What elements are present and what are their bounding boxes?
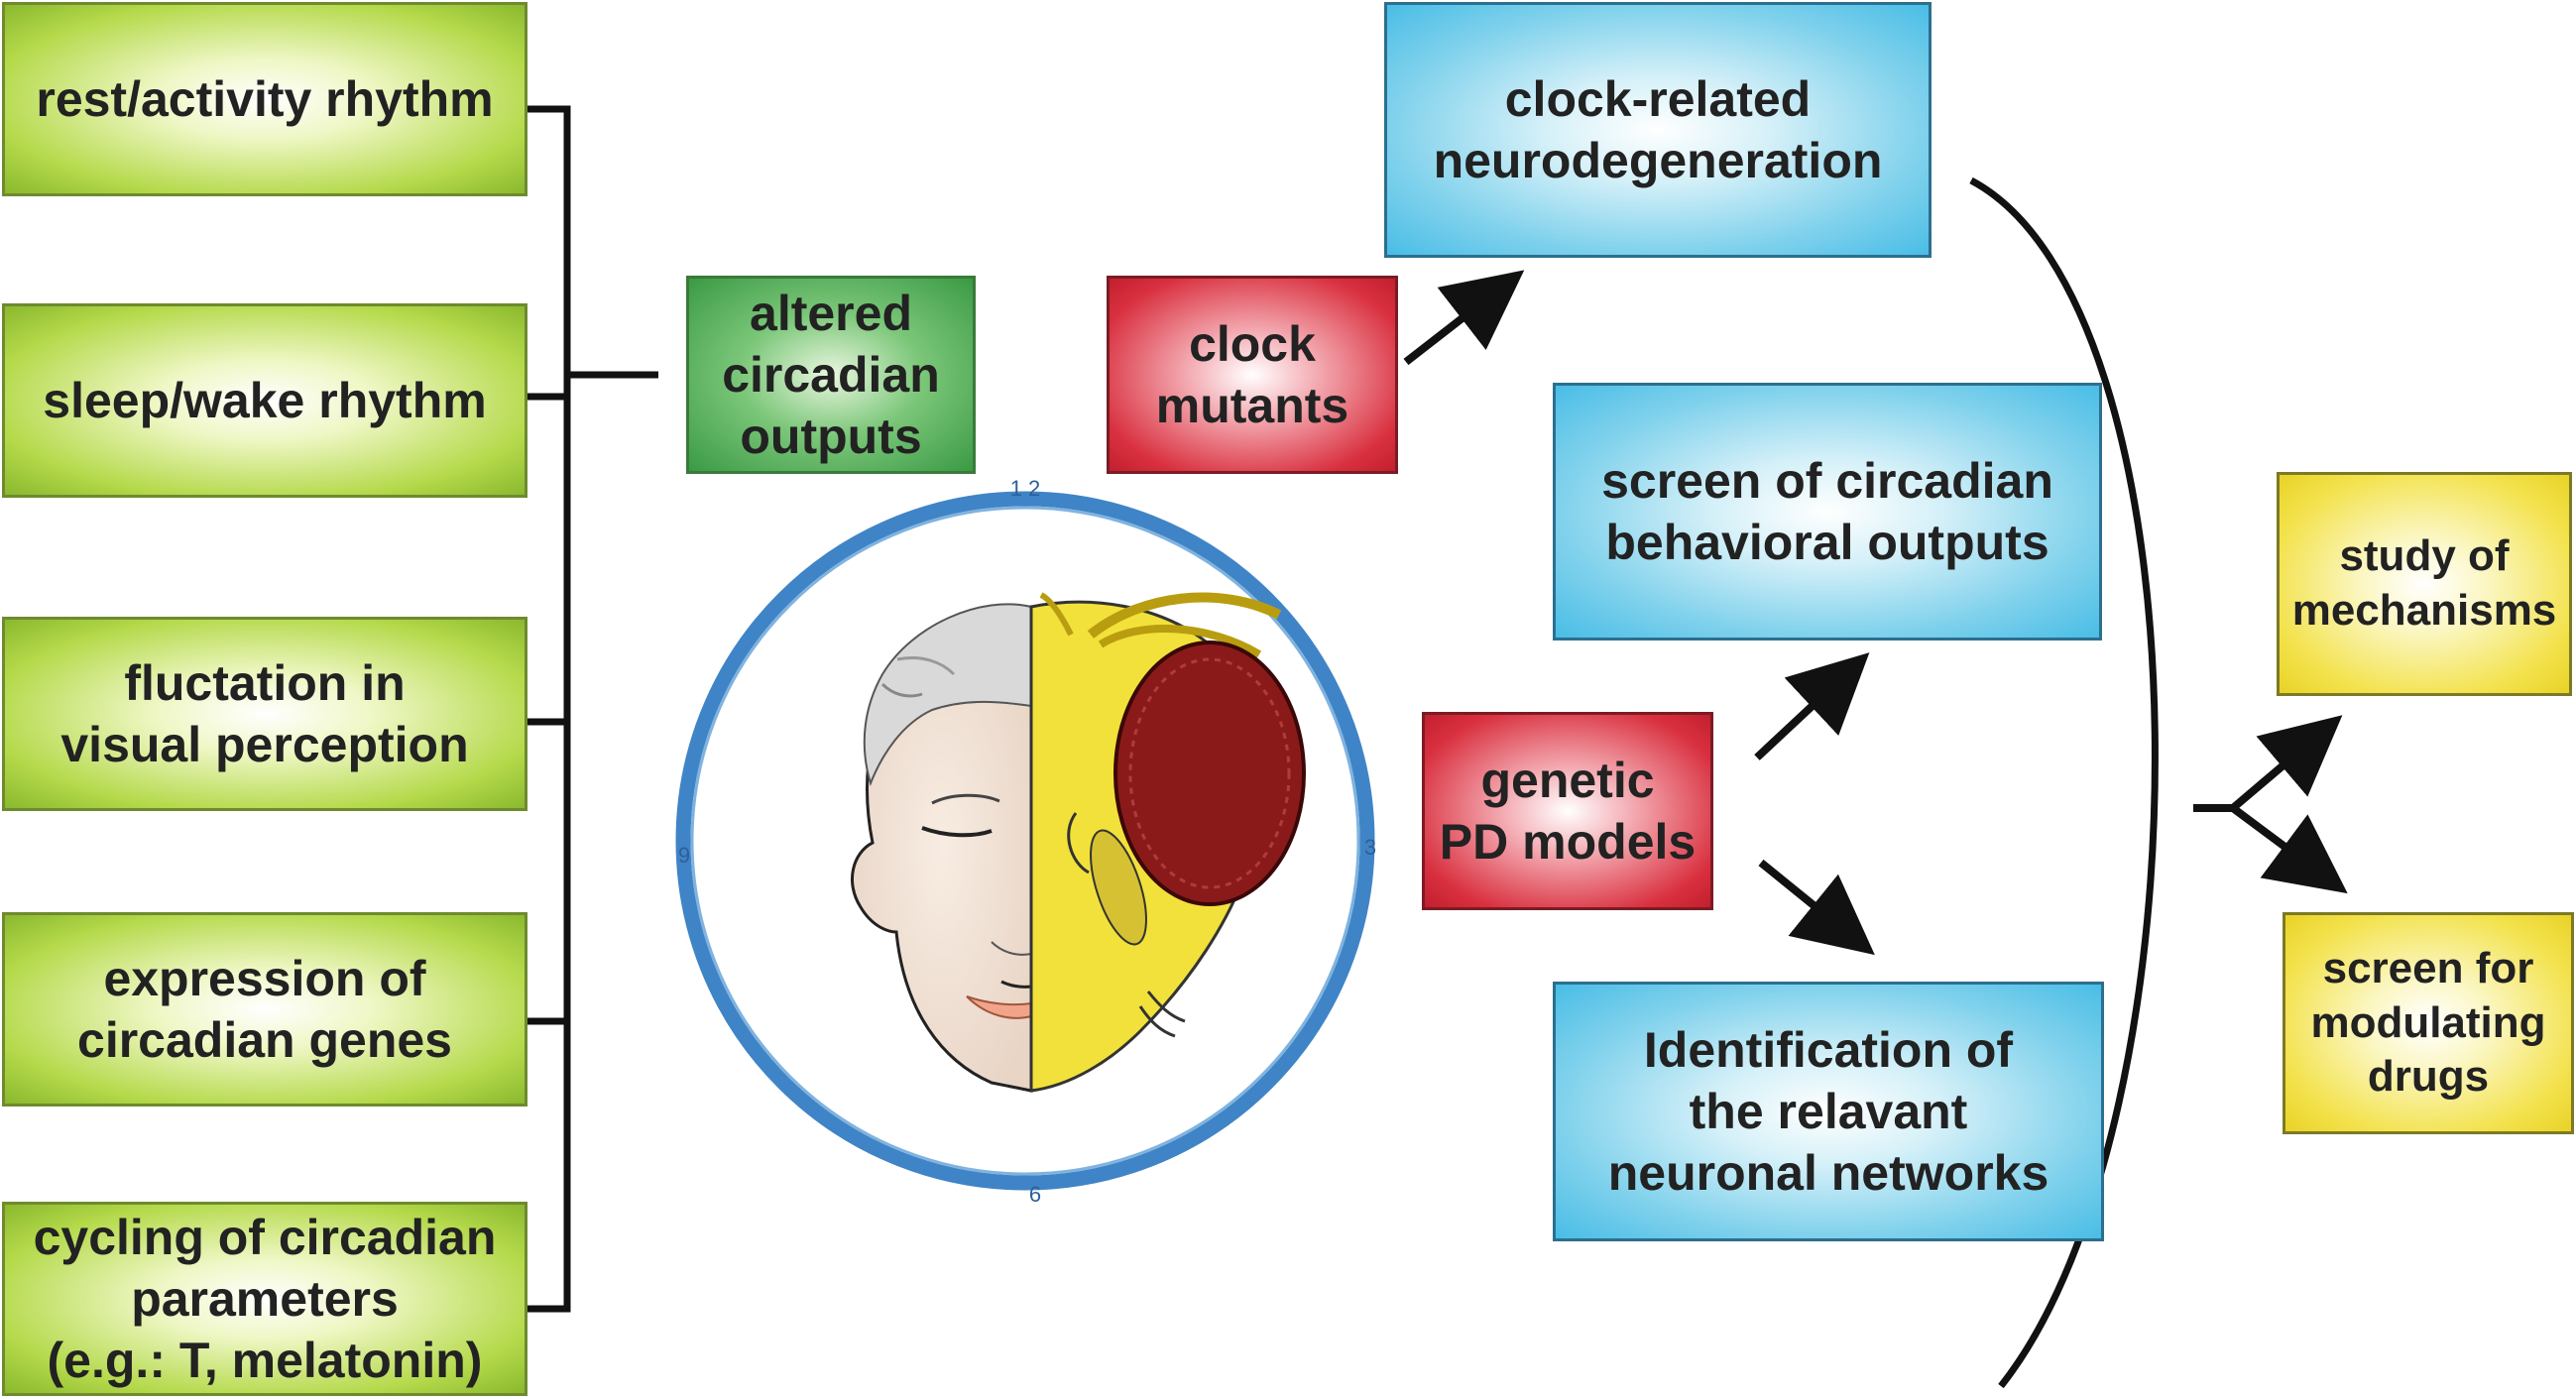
box-sleep-wake-rhythm: sleep/wake rhythm (2, 303, 527, 498)
fly-eye (1113, 641, 1306, 906)
arrow-mutants-to-neurodegeneration (1403, 270, 1525, 366)
box-label-line-1: altered (750, 286, 912, 341)
box-label-line-1: clock-related (1504, 71, 1812, 127)
box-label-line-1: screen for (2322, 944, 2534, 993)
box-label-line-2: parameters (131, 1271, 399, 1327)
box-label-line-2: behavioral outputs (1605, 515, 2049, 570)
box-label-line-1: clock (1189, 316, 1316, 372)
box-cycling-of-circadian-parameters: cycling of circadian parameters (e.g.: T… (2, 1202, 527, 1396)
box-screen-for-modulating-drugs: screen for modulating drugs (2283, 912, 2574, 1134)
box-label-line-2: visual perception (60, 717, 469, 772)
box-rest-activity-rhythm: rest/activity rhythm (2, 2, 527, 196)
box-label-line-2: modulating (2310, 997, 2546, 1047)
box-clock-mutants: clock mutants (1107, 276, 1398, 474)
box-label: sleep/wake rhythm (43, 373, 487, 428)
box-label-line-1: genetic (1480, 753, 1655, 808)
clock-illustration: 1 2 3 6 9 (675, 476, 1376, 1207)
box-visual-perception: fluctation in visual perception (2, 617, 527, 811)
box-label-line-2: circadian (722, 347, 940, 403)
box-label-line-3: outputs (740, 408, 922, 464)
box-label-line-2: circadian genes (77, 1012, 452, 1068)
fly-face (1029, 592, 1306, 1093)
box-label-line-2: the relavant (1689, 1084, 1968, 1139)
output-fork (2193, 715, 2348, 894)
box-label-line-1: cycling of circadian (33, 1210, 497, 1265)
box-label-line-2: mutants (1155, 378, 1349, 433)
box-label-line-2: PD models (1439, 814, 1697, 870)
box-label-line-1: screen of circadian (1601, 453, 2053, 509)
box-label-line-3: (e.g.: T, melatonin) (47, 1333, 483, 1388)
human-face (851, 603, 1033, 1093)
box-expression-of-circadian-genes: expression of circadian genes (2, 912, 527, 1107)
clock-mark-12: 1 2 (1010, 476, 1041, 501)
clock-mark-9: 9 (678, 843, 690, 868)
arrow-pd-to-screen (1754, 652, 1870, 760)
box-label-line-1: expression of (103, 951, 426, 1006)
box-label-line-1: study of (2339, 531, 2510, 581)
box-label-line-2: neurodegeneration (1433, 133, 1883, 188)
box-label: rest/activity rhythm (36, 71, 494, 127)
box-identification-of-neuronal-networks: Identification of the relavant neuronal … (1553, 982, 2104, 1241)
arrow-pd-to-networks (1758, 859, 1875, 956)
box-study-of-mechanisms: study of mechanisms (2277, 472, 2572, 696)
clock-mark-3: 3 (1364, 835, 1376, 860)
box-label-line-3: drugs (2367, 1052, 2490, 1102)
box-genetic-pd-models: genetic PD models (1422, 712, 1713, 910)
box-screen-of-circadian-behavioral-outputs: screen of circadian behavioral outputs (1553, 383, 2102, 641)
box-label-line-2: mechanisms (2291, 586, 2557, 635)
clock-mark-6: 6 (1029, 1182, 1041, 1207)
left-bracket (527, 105, 658, 1313)
box-label-line-1: Identification of (1643, 1022, 2014, 1078)
box-label-line-1: fluctation in (124, 655, 406, 711)
box-label-line-3: neuronal networks (1607, 1145, 2049, 1201)
box-clock-related-neurodegeneration: clock-related neurodegeneration (1384, 2, 1932, 258)
box-altered-circadian-outputs: altered circadian outputs (686, 276, 976, 474)
